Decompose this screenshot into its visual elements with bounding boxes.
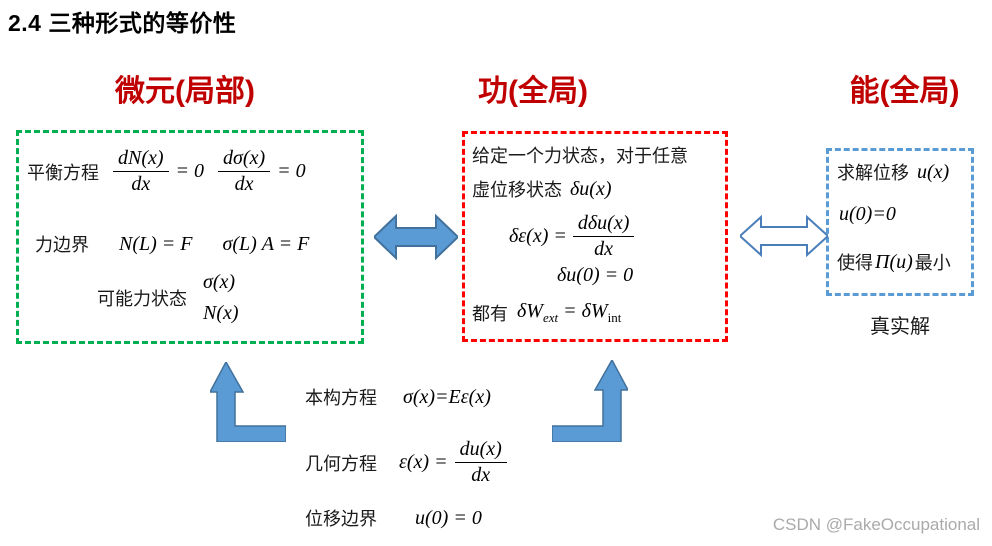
equilibrium-equation-row: 平衡方程 dN(x) dx = 0 dσ(x) dx = 0	[27, 147, 306, 196]
for-all-label: 都有	[472, 304, 508, 324]
solve-displacement-eq: u(x)	[917, 160, 950, 183]
fraction: du(x) dx	[454, 438, 507, 487]
constitutive-label: 本构方程	[305, 388, 377, 408]
displacement-boundary-label: 位移边界	[305, 509, 377, 529]
virtual-strain-row: δε(x) = dδu(x) dx	[509, 212, 635, 261]
energy-boundary-row: u(0)=0	[839, 203, 896, 226]
fraction-numerator: du(x)	[454, 438, 507, 463]
subscript-ext: ext	[542, 310, 559, 325]
fraction: dN(x) dx	[113, 147, 169, 196]
solve-displacement-row: 求解位移 u(x)	[837, 159, 949, 185]
constitutive-equation-row: 本构方程 σ(x)=Eε(x)	[305, 384, 491, 410]
fraction-denominator: dx	[234, 173, 254, 195]
geometric-eq-lhs: ε(x) =	[399, 451, 448, 473]
delta-w-ext: δW	[517, 300, 543, 322]
geometric-label: 几何方程	[305, 453, 377, 474]
hollow-double-arrow-icon	[740, 214, 828, 258]
virtual-displacement-label: 虚位移状态	[472, 180, 562, 200]
geometric-equation-row: 几何方程 ε(x) = du(x) dx	[305, 438, 507, 487]
fraction: dδu(x) dx	[572, 212, 635, 261]
up-elbow-arrow-right-icon	[552, 360, 628, 442]
solid-double-arrow-icon	[374, 213, 458, 261]
equilibrium-label: 平衡方程	[27, 162, 99, 183]
page-title: 2.4 三种形式的等价性	[8, 10, 237, 36]
geometric-eq: ε(x) = du(x) dx	[399, 438, 507, 487]
possible-state-eq-2: N(x)	[203, 302, 239, 324]
work-form-box: 给定一个力状态，对于任意 虚位移状态 δu(x) δε(x) = dδu(x) …	[462, 131, 728, 342]
possible-state-label: 可能力状态	[97, 289, 187, 309]
up-elbow-arrow-left-icon	[210, 362, 286, 442]
fraction-numerator: dδu(x)	[572, 212, 635, 237]
local-form-box: 平衡方程 dN(x) dx = 0 dσ(x) dx = 0 力边界 N(L) …	[16, 130, 364, 344]
fraction: dσ(x) dx	[218, 147, 271, 196]
virtual-work-equality-row: 都有 δWext = δWint	[472, 300, 621, 326]
minimize-suffix: 最小	[914, 253, 951, 273]
displacement-boundary-row: 位移边界 u(0) = 0	[305, 505, 482, 531]
constitutive-eq: σ(x)=Eε(x)	[403, 385, 491, 408]
virtual-displacement-boundary-eq: δu(0) = 0	[557, 264, 634, 286]
work-box-line1: 给定一个力状态，对于任意	[472, 142, 688, 168]
equation-rhs: = 0	[175, 160, 205, 182]
virtual-displacement-eq: δu(x)	[570, 177, 612, 200]
true-solution-caption: 真实解	[870, 316, 930, 338]
column-header-work: 功(全局)	[478, 75, 588, 108]
given-force-state-text: 给定一个力状态，对于任意	[472, 146, 688, 166]
displacement-boundary-eq: u(0) = 0	[415, 506, 482, 529]
possible-state-row: 可能力状态 σ(x) N(x)	[97, 267, 239, 329]
fraction-denominator: dx	[131, 173, 151, 195]
force-boundary-eq-1: N(L) = F	[119, 232, 193, 255]
work-box-line2: 虚位移状态 δu(x)	[472, 176, 612, 202]
fraction-denominator: dx	[594, 238, 614, 260]
energy-form-box: 求解位移 u(x) u(0)=0 使得 Π(u) 最小	[826, 148, 974, 296]
csdn-watermark: CSDN @FakeOccupational	[772, 515, 980, 534]
virtual-strain-lhs: δε(x) =	[509, 225, 567, 247]
possible-state-eq-1: σ(x)	[203, 271, 236, 293]
minimize-energy-row: 使得 Π(u) 最小	[837, 249, 951, 275]
equilibrium-eq-1: dN(x) dx = 0	[113, 147, 204, 196]
column-header-local: 微元(局部)	[115, 75, 255, 108]
fraction-numerator: dN(x)	[113, 147, 169, 172]
force-boundary-label: 力边界	[35, 235, 89, 255]
force-boundary-row: 力边界 N(L) = F σ(L) A = F	[35, 231, 309, 257]
column-header-energy: 能(全局)	[849, 75, 960, 108]
equation-rhs: = 0	[277, 160, 306, 182]
fraction-denominator: dx	[471, 464, 491, 486]
solve-displacement-label: 求解位移	[837, 163, 909, 183]
subscript-int: int	[607, 310, 622, 325]
energy-boundary-eq: u(0)=0	[839, 203, 896, 225]
equilibrium-eq-2: dσ(x) dx = 0	[218, 147, 306, 196]
virtual-displacement-boundary-row: δu(0) = 0	[557, 264, 633, 287]
possible-state-equations: σ(x) N(x)	[203, 267, 239, 329]
minimize-prefix: 使得	[837, 253, 873, 273]
fraction-numerator: dσ(x)	[218, 147, 271, 172]
delta-w-int: = δW	[563, 300, 608, 322]
potential-energy-eq: Π(u)	[875, 250, 913, 273]
force-boundary-eq-2: σ(L) A = F	[222, 232, 310, 255]
virtual-work-equality-eq: δWext = δWint	[517, 300, 621, 326]
